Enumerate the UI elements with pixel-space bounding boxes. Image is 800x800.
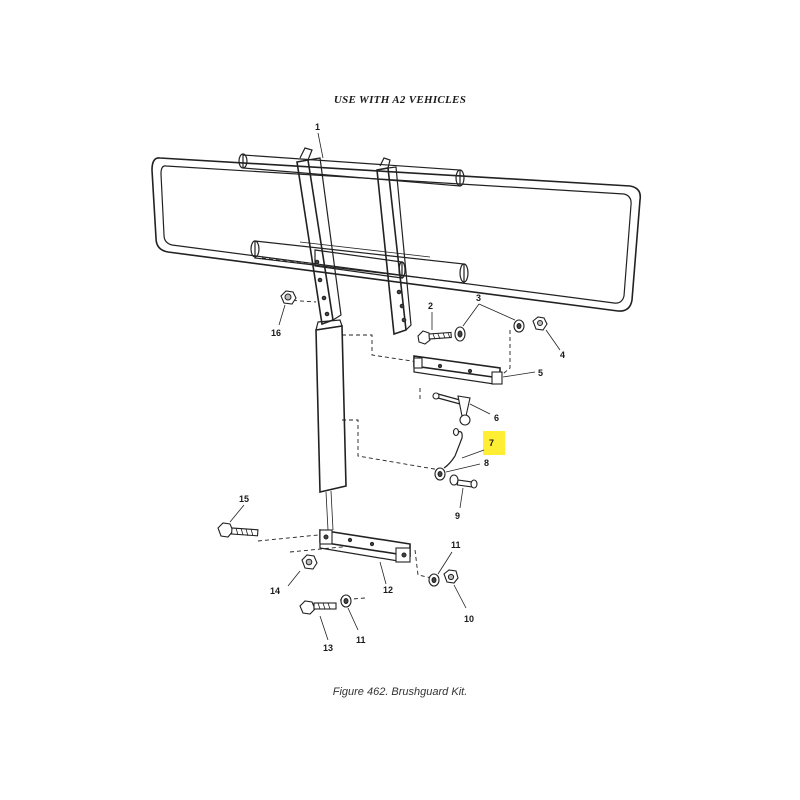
right-upright-strap [376, 157, 412, 336]
bracket-5 [413, 355, 536, 385]
callout-9: 9 [455, 511, 460, 521]
brushguard-frame [151, 153, 642, 312]
pin-6 [432, 392, 491, 426]
callout-7-highlight [483, 431, 505, 455]
nut-10 [443, 569, 467, 609]
mud-flap-plate [315, 319, 347, 531]
washer-11-right [428, 551, 453, 587]
washer-3-right [513, 319, 525, 333]
bolt-2 [417, 312, 452, 345]
callout-11-right: 11 [451, 540, 461, 550]
nut-16 [278, 290, 297, 326]
callout-5: 5 [538, 368, 543, 378]
washer-8 [434, 463, 481, 481]
callout-11-lower: 11 [356, 635, 366, 645]
callout-3: 3 [476, 293, 481, 303]
hook-7 [443, 427, 463, 469]
bolt-13 [299, 600, 337, 641]
callout-14: 14 [270, 586, 280, 596]
nut-4 [532, 316, 561, 351]
left-upright-strap [296, 147, 342, 326]
callout-6: 6 [494, 413, 499, 423]
callout-2: 2 [428, 301, 433, 311]
callout-1: 1 [315, 122, 320, 132]
nut-14 [287, 554, 318, 587]
callout-16: 16 [271, 328, 281, 338]
bolt-15 [217, 504, 259, 538]
callout-8: 8 [484, 458, 489, 468]
callout-15: 15 [239, 494, 249, 504]
screw-9 [449, 474, 478, 509]
callout-4: 4 [560, 350, 565, 360]
callout-10: 10 [464, 614, 474, 624]
callout-13: 13 [323, 643, 333, 653]
washer-11-lower [340, 594, 359, 631]
washer-3-left [454, 326, 466, 342]
callout-12: 12 [383, 585, 393, 595]
lower-bracket-12 [319, 529, 411, 585]
figure-header: USE WITH A2 VEHICLES [333, 94, 467, 106]
figure-caption: Figure 462. Brushguard Kit. [332, 686, 468, 698]
callout-7: 7 [489, 438, 494, 448]
